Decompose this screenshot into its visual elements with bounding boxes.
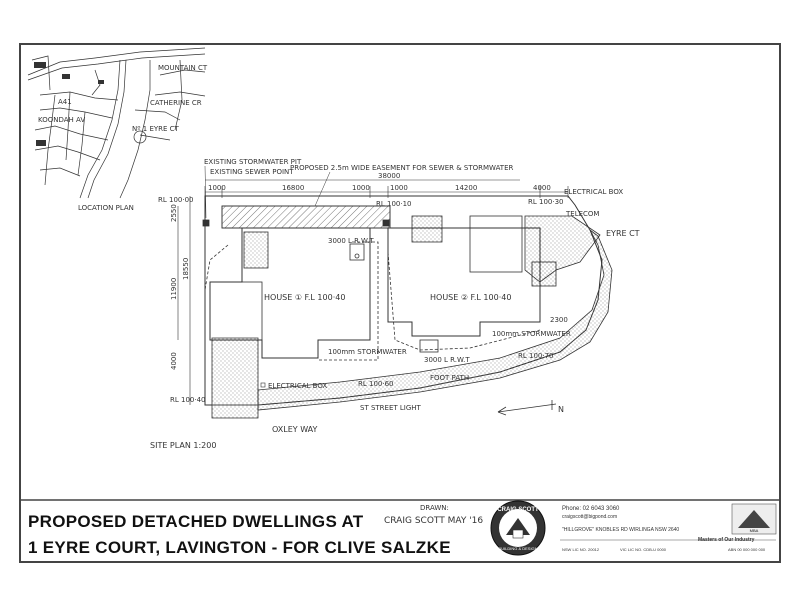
house2-garage <box>469 215 523 273</box>
dim-top-1: 1000 <box>208 184 226 192</box>
house1-porch <box>243 231 269 269</box>
house2-garage-apron <box>531 261 557 287</box>
tank2-label: 3000 L R.W.T <box>424 356 470 364</box>
rainwater-tank-2 <box>419 339 439 353</box>
craig-scott-logo: CRAIG SCOTT BUILDING & DESIGN <box>490 500 546 556</box>
logo-name: CRAIG SCOTT <box>497 507 539 513</box>
rl-label-house2: RL 100·70 <box>518 352 553 360</box>
drawn-label: DRAWN: <box>420 504 449 512</box>
dim-top-5: 14200 <box>455 184 477 192</box>
site-plan-label: SITE PLAN 1:200 <box>150 441 216 450</box>
location-plan: LOCATION PLAN Nº 1 EYRE CT MOUNTAIN CT C… <box>27 47 208 212</box>
mba-slogan: Masters of Our Industry <box>698 537 755 543</box>
dim-top-3: 1000 <box>352 184 370 192</box>
house1-garage <box>209 281 263 341</box>
dim-top-4: 1000 <box>390 184 408 192</box>
leader-existing-pit <box>204 165 207 219</box>
licence-vic: VIC LIC NO. CDB-U 0000 <box>620 547 667 552</box>
electrical-box2-label: ELECTRICAL BOX <box>564 188 623 196</box>
street-label: A41 <box>58 98 72 106</box>
subject-site-label: Nº 1 EYRE CT <box>132 125 180 133</box>
rainwater-tank-1 <box>349 243 365 261</box>
project-title-line2: 1 EYRE COURT, LAVINGTON - FOR CLIVE SALZ… <box>28 538 451 557</box>
licence-nsw: NSW LIC NO. 20012 <box>562 547 600 552</box>
abn: ABN 00 000 000 000 <box>728 547 766 552</box>
footpath-label: FOOT PATH <box>430 374 469 382</box>
contact-email: craigscott@bigpond.com <box>562 514 618 520</box>
rl-label-footpath: RL 100·60 <box>358 380 393 388</box>
telecom-label: TELECOM <box>565 210 599 218</box>
dim-top-2: 16800 <box>282 184 304 192</box>
location-plan-label: LOCATION PLAN <box>78 204 134 212</box>
house2-porch <box>411 215 443 243</box>
stormwater2-label: 100mm STORMWATER <box>492 330 571 338</box>
existing-pit-label: EXISTING STORMWATER PIT <box>204 158 302 166</box>
sheet-border <box>19 43 781 563</box>
dim-left-2: 11900 <box>170 278 178 300</box>
street-label: CATHERINE CR <box>150 99 202 107</box>
easement-note: PROPOSED 2.5m WIDE EASEMENT FOR SEWER & … <box>290 164 514 172</box>
house2-outline <box>387 227 541 337</box>
easement-strip <box>221 205 391 229</box>
house2-label: HOUSE ② F.L 100·40 <box>430 293 511 302</box>
existing-sewer-point <box>382 219 390 227</box>
rl-label-sw: RL 100·40 <box>170 396 205 404</box>
contact-address: "HILLGROVE" KNOBLES RD WIRLINGA NSW 2640 <box>562 527 680 533</box>
dim-2300: 2300 <box>550 316 568 324</box>
existing-stormwater-pit <box>202 219 210 227</box>
site-plan <box>177 165 613 419</box>
rl-label-mid: RL 100·10 <box>376 200 411 208</box>
stormwater1-label: 100mm STORMWATER <box>328 348 407 356</box>
svg-text:MBA: MBA <box>750 528 759 533</box>
north-arrow-head <box>497 406 507 416</box>
tank1-label: 3000 L R.W.T <box>328 237 374 245</box>
street-light-label: ST STREET LIGHT <box>360 404 422 412</box>
existing-sewer-label: EXISTING SEWER POINT <box>210 168 294 176</box>
street-label: MOUNTAIN CT <box>158 64 208 72</box>
stormwater-line-house1 <box>318 241 379 361</box>
project-title-line1: PROPOSED DETACHED DWELLINGS AT <box>28 512 364 531</box>
tank-1-outlet <box>354 253 360 259</box>
footpath <box>257 229 613 411</box>
north-arrow-shaft <box>497 403 557 413</box>
logo-sub: BUILDING & DESIGN <box>498 546 537 551</box>
driveway-house1 <box>211 337 259 419</box>
eyre-ct-label: EYRE CT <box>606 229 640 238</box>
rl-label-east: RL 100·30 <box>528 198 563 206</box>
mba-logo: MBA <box>731 503 777 535</box>
dim-left-3: 4000 <box>170 352 178 370</box>
rl-label-corner: RL 100·00 <box>158 196 193 204</box>
house1-label: HOUSE ① F.L 100·40 <box>264 293 345 302</box>
leader-easement <box>314 171 331 207</box>
dim-top-6: 4000 <box>533 184 551 192</box>
street-label: KOONDAH AV <box>38 116 85 124</box>
electrical-box-marker <box>260 382 266 388</box>
oxley-way-label: OXLEY WAY <box>272 425 318 434</box>
electrical-box-label: ELECTRICAL BOX <box>268 382 327 390</box>
contact-phone: Phone: 02 6043 3060 <box>562 506 620 512</box>
dim-overall: 38000 <box>378 172 400 180</box>
stormwater-line-side <box>204 244 229 291</box>
north-label: N <box>558 405 564 414</box>
drawn-by: CRAIG SCOTT MAY '16 <box>384 516 484 526</box>
dim-left-overall: 18550 <box>182 258 190 280</box>
dim-left-1: 2550 <box>170 204 178 222</box>
